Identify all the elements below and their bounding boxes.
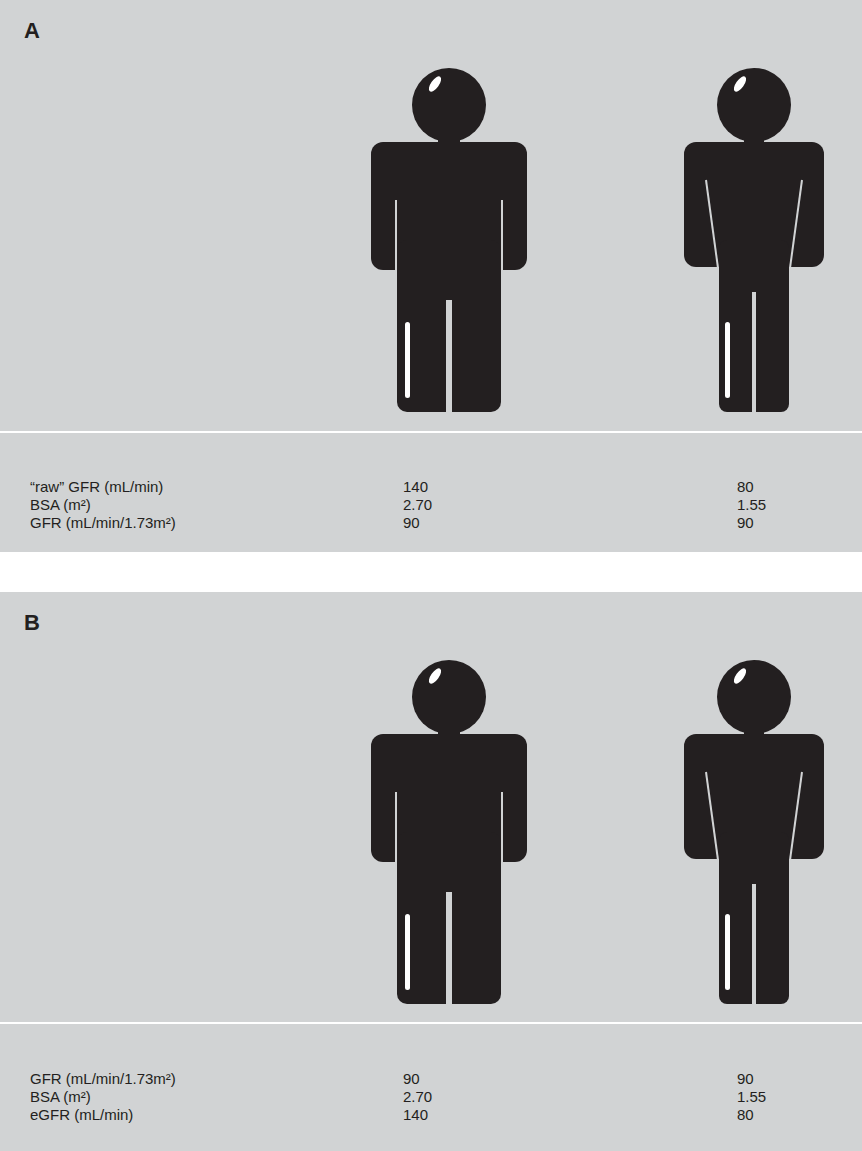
panel-letter: A xyxy=(24,20,40,42)
table-value: 2.70 xyxy=(403,1088,432,1106)
panel-letter: B xyxy=(24,612,40,634)
panel-band: A “raw” GFR (mL/min) 140 80BSA (m²) 2.70 1.55… xyxy=(0,0,862,552)
row-label: GFR (mL/min/1.73m²) xyxy=(30,514,176,532)
table-value: 90 xyxy=(403,514,420,532)
row-label: BSA (m²) xyxy=(30,496,91,514)
table-value: 140 xyxy=(403,1106,428,1124)
table-value: 1.55 xyxy=(737,496,766,514)
row-label: GFR (mL/min/1.73m²) xyxy=(30,1070,176,1088)
row-label: “raw” GFR (mL/min) xyxy=(30,478,163,496)
table-value: 90 xyxy=(403,1070,420,1088)
row-label: eGFR (mL/min) xyxy=(30,1106,133,1124)
table-value: 90 xyxy=(737,1070,754,1088)
table-value: 140 xyxy=(403,478,428,496)
table-value: 80 xyxy=(737,478,754,496)
panel-band: B GFR (mL/min/1.73m²) 90 90BSA (m²) 2.70 1.55… xyxy=(0,592,862,1151)
row-label: BSA (m²) xyxy=(30,1088,91,1106)
table-value: 80 xyxy=(737,1106,754,1124)
table-value: 2.70 xyxy=(403,496,432,514)
table-value: 90 xyxy=(737,514,754,532)
table-value: 1.55 xyxy=(737,1088,766,1106)
